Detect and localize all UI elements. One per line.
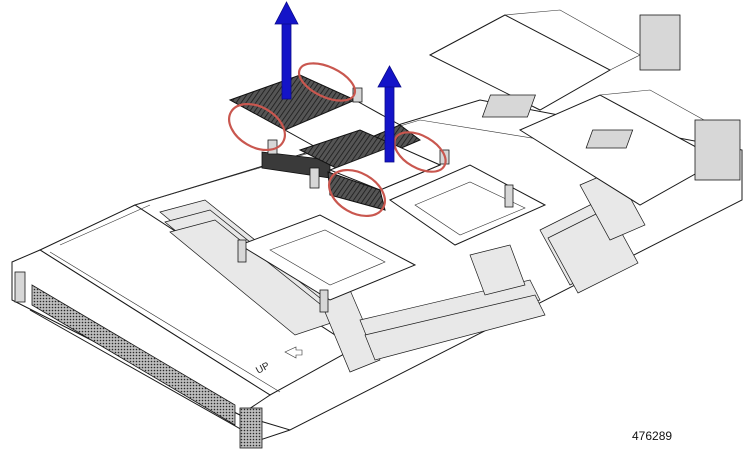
callout-ring-heatsink-1-rear [228, 102, 286, 152]
rear-mezzanine-card-1 [428, 9, 641, 118]
cpu-socket-1 [237, 214, 417, 313]
callout-ring-heatsink-1-front [297, 62, 357, 102]
front-bezel [11, 249, 271, 449]
lift-arrow-heatsink-1 [274, 1, 299, 100]
callout-ring-heatsink-2-front [328, 168, 386, 218]
dimm-bank-center [359, 244, 546, 361]
cpu-socket-2 [388, 164, 547, 246]
dimm-bank-right [539, 169, 646, 294]
callout-ring-heatsink-2-rear [393, 131, 447, 173]
lift-arrow-heatsink-2 [377, 65, 402, 163]
rear-io-connectors [639, 14, 741, 181]
figure-id-label: 476289 [632, 429, 673, 443]
